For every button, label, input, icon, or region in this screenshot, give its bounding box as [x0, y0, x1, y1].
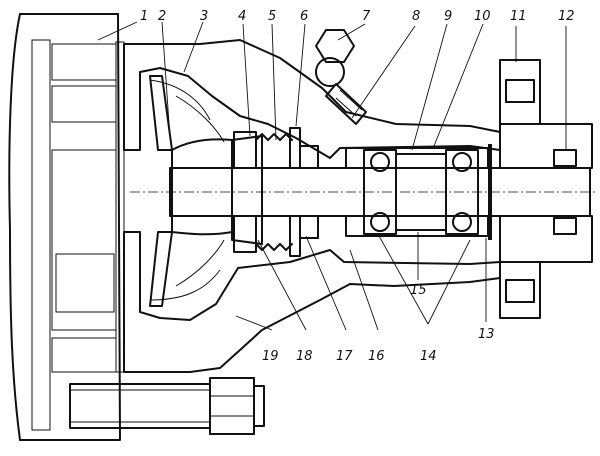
callout-18: 18 — [296, 349, 313, 364]
callout-2: 2 — [158, 9, 166, 24]
grease-nipple — [315, 29, 367, 125]
seal-assembly — [233, 127, 319, 257]
callout-15: 15 — [410, 283, 427, 298]
callout-6: 6 — [300, 9, 308, 24]
callout-12: 12 — [558, 9, 575, 24]
bearing-spacer — [395, 153, 447, 231]
leader-lines — [97, 21, 567, 331]
callout-14: 14 — [420, 349, 437, 364]
ball-bearing-rear — [445, 149, 479, 235]
callout-7: 7 — [362, 9, 371, 24]
pump-housing — [123, 39, 501, 373]
callout-4: 4 — [238, 9, 246, 24]
impeller — [149, 75, 263, 307]
callout-8: 8 — [412, 9, 420, 24]
callout-labels: 1 2 3 4 5 6 7 8 9 10 11 12 13 14 15 16 1… — [140, 9, 575, 364]
callout-5: 5 — [268, 9, 276, 24]
mounting-bolt — [69, 377, 265, 435]
callout-13: 13 — [478, 327, 495, 342]
callout-11: 11 — [510, 9, 527, 24]
retaining-ring — [488, 144, 492, 240]
callout-9: 9 — [444, 9, 452, 24]
callout-10: 10 — [474, 9, 491, 24]
engine-block-wall — [8, 13, 121, 441]
hub-key — [553, 149, 577, 235]
callout-3: 3 — [200, 9, 208, 24]
fan-hub — [499, 59, 593, 319]
ball-bearing-front — [363, 149, 397, 235]
callout-16: 16 — [368, 349, 385, 364]
gasket-plate — [115, 41, 125, 373]
callout-19: 19 — [262, 349, 279, 364]
callout-1: 1 — [140, 9, 148, 24]
callout-17: 17 — [336, 349, 353, 364]
